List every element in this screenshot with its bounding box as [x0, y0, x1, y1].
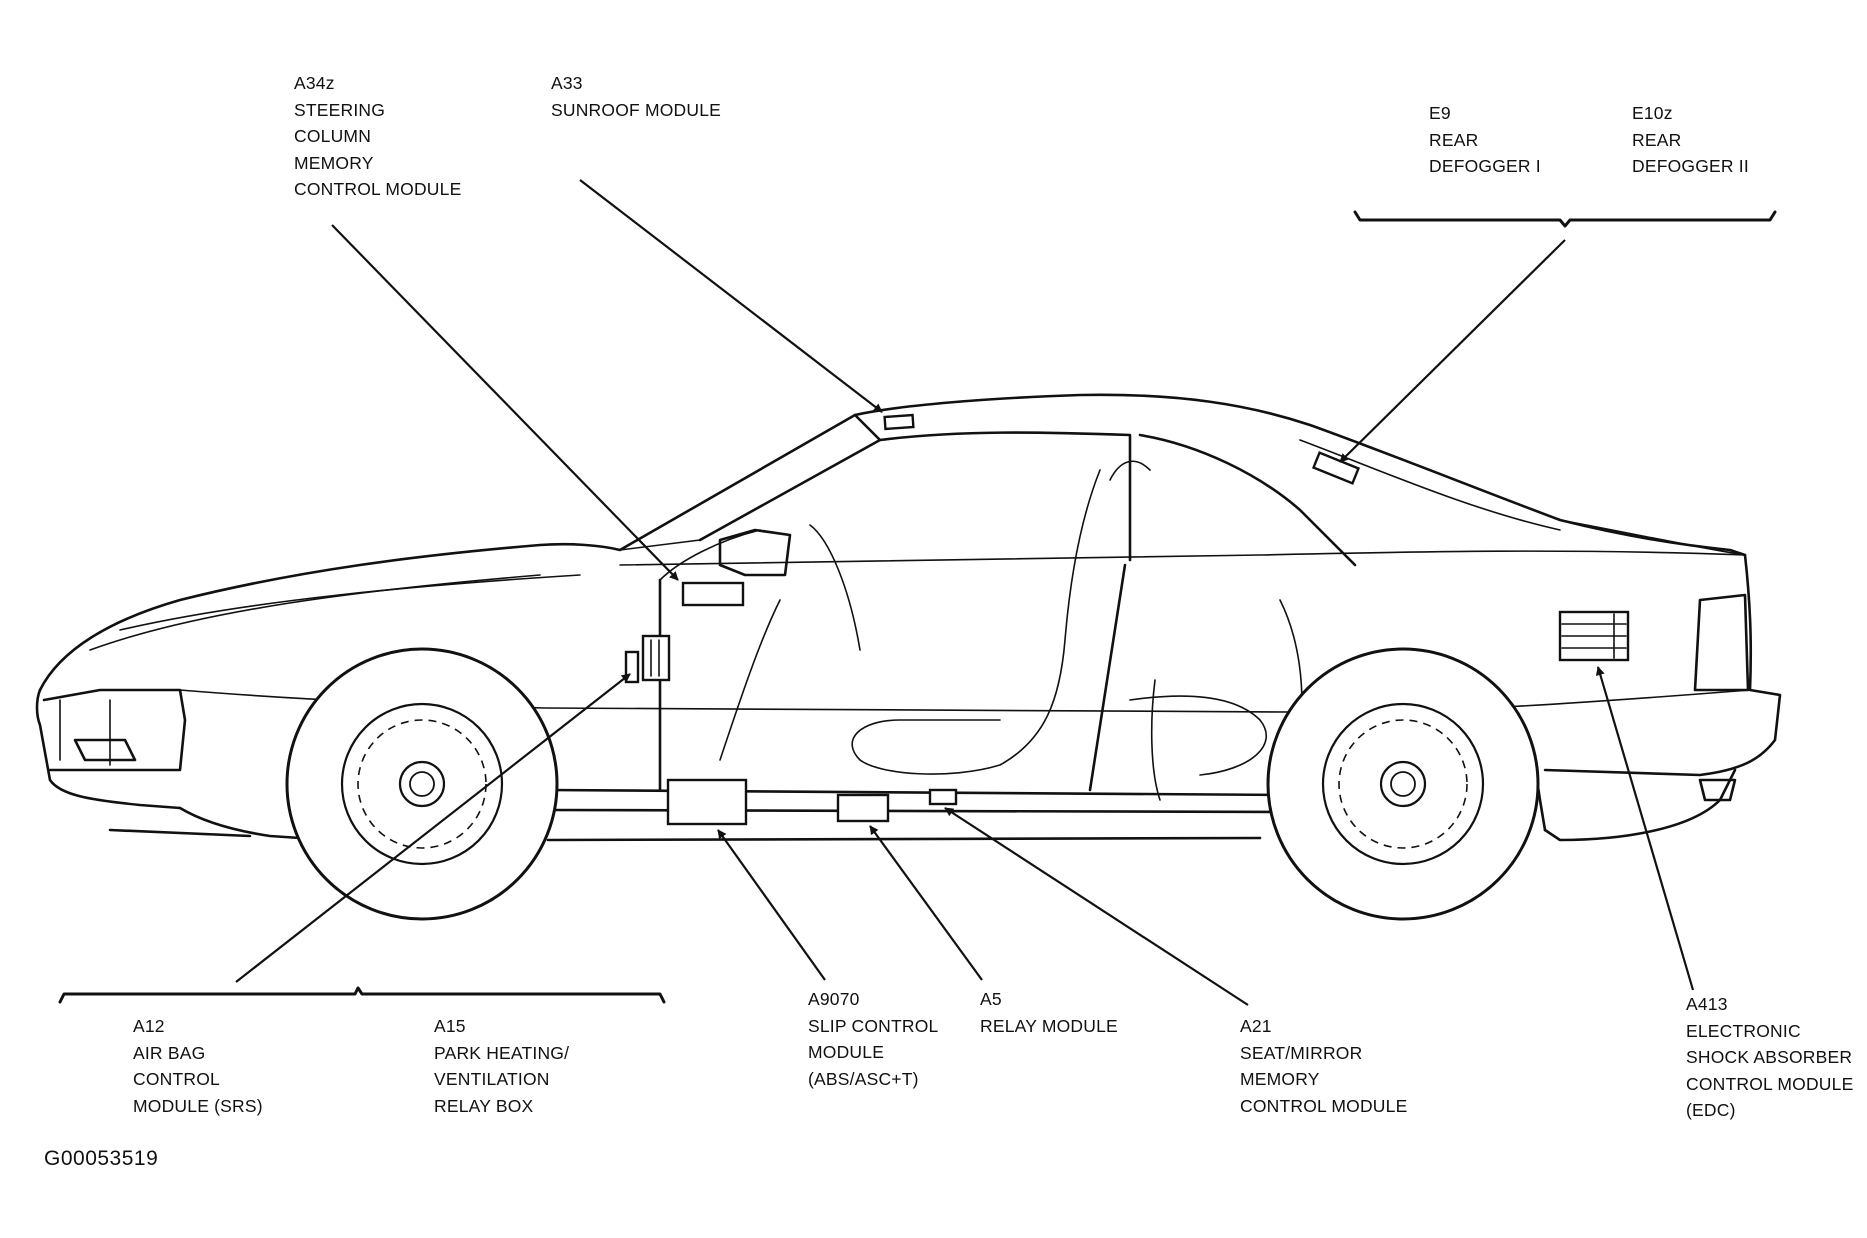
- bottom-left-brace: [58, 986, 666, 1004]
- label-a413: A413 ELECTRONIC SHOCK ABSORBER CONTROL M…: [1686, 991, 1853, 1124]
- a34z-marker: [681, 581, 745, 607]
- e9-marker: [1311, 451, 1361, 485]
- a12-a15-markers: [624, 634, 671, 684]
- figure-id: G00053519: [44, 1147, 159, 1170]
- label-a9070: A9070 SLIP CONTROL MODULE (ABS/ASC+T): [808, 986, 938, 1092]
- label-code: A413: [1686, 994, 1728, 1014]
- label-a34z: A34z STEERING COLUMN MEMORY CONTROL MODU…: [294, 70, 461, 203]
- a413-leader: [1595, 666, 1695, 991]
- top-right-brace: [1353, 210, 1777, 228]
- label-a33: A33 SUNROOF MODULE: [551, 70, 721, 123]
- front-wheel: [285, 647, 559, 921]
- label-code: E9: [1429, 103, 1451, 123]
- label-code: A5: [980, 989, 1002, 1009]
- component-markers: [624, 413, 1630, 826]
- a33-marker: [883, 413, 915, 431]
- label-e9: E9 REAR DEFOGGER I: [1429, 100, 1541, 180]
- label-code: A34z: [294, 73, 335, 93]
- a21-leader: [944, 807, 1249, 1006]
- label-code: A21: [1240, 1016, 1272, 1036]
- a33-leader: [579, 179, 883, 413]
- rear-wheel: [1266, 647, 1540, 921]
- label-code: A12: [133, 1016, 165, 1036]
- a413-marker: [1558, 610, 1630, 662]
- label-a15: A15 PARK HEATING/ VENTILATION RELAY BOX: [434, 1013, 569, 1119]
- label-a21: A21 SEAT/MIRROR MEMORY CONTROL MODULE: [1240, 1013, 1407, 1119]
- label-code: A9070: [808, 989, 860, 1009]
- label-code: A15: [434, 1016, 466, 1036]
- label-code: E10z: [1632, 103, 1673, 123]
- label-a12: A12 AIR BAG CONTROL MODULE (SRS): [133, 1013, 263, 1119]
- a12-a15-leader: [235, 673, 631, 983]
- label-code: A33: [551, 73, 583, 93]
- a21-marker: [928, 788, 958, 806]
- leader-lines: [235, 179, 1695, 1006]
- a9070-marker: [666, 778, 748, 826]
- a5-marker: [836, 793, 890, 823]
- label-a5: A5 RELAY MODULE: [980, 986, 1118, 1039]
- label-e10z: E10z REAR DEFOGGER II: [1632, 100, 1749, 180]
- a34z-leader: [331, 224, 679, 581]
- a5-leader: [869, 825, 983, 981]
- e9-e10z-leader: [1339, 239, 1566, 463]
- a9070-leader: [717, 829, 826, 981]
